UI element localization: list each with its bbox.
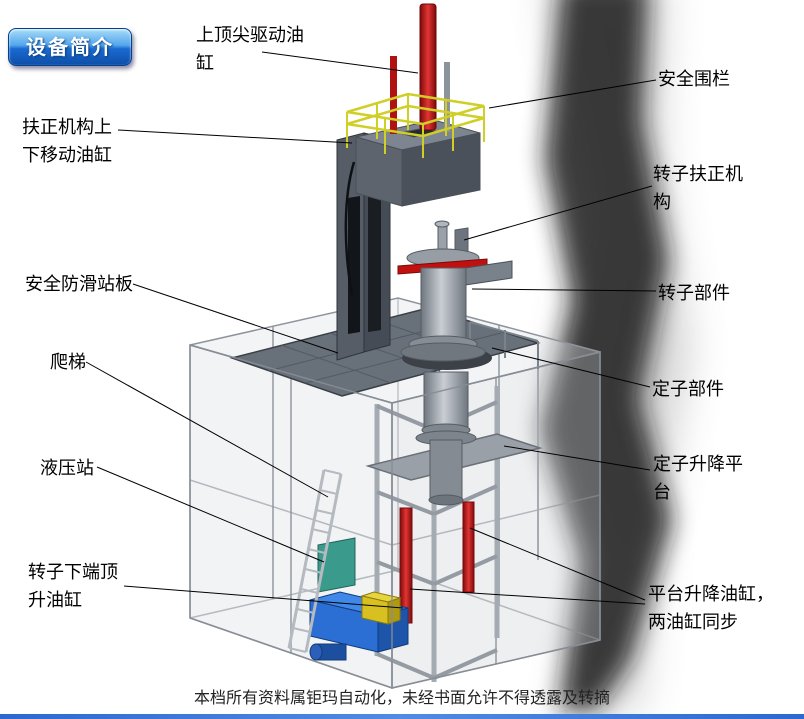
callout-rotor-centering-mechanism: 转子扶正机 构 — [653, 164, 743, 213]
equipment-intro-badge: 设备简介 — [8, 28, 132, 66]
callout-anti-slip-platform: 安全防滑站板 — [25, 274, 133, 295]
top-tip-drive-cylinder-shape — [390, 3, 450, 134]
callout-stator-lift-platform: 定子升降平 台 — [653, 454, 743, 503]
safety-fence-shape — [346, 92, 485, 158]
callout-rotor-part: 转子部件 — [658, 283, 730, 304]
bottom-blue-bar — [0, 714, 804, 719]
callout-centering-updown-cylinder: 扶正机构上 下移动油缸 — [22, 117, 112, 166]
leader-lines — [85, 51, 657, 609]
leader-line-stator-lift-platform — [503, 445, 651, 471]
rotor-assembly-shape — [397, 220, 513, 362]
leader-line-platform-lift-cylinder-1 — [469, 527, 646, 601]
callout-top-tip-cylinder: 上顶尖驱动油 缸 — [196, 25, 304, 74]
disclaimer-text: 本档所有资料属钜玛自动化，未经书面允许不得透露及转摘 — [193, 688, 610, 707]
callout-rotor-bottom-jack-cylinder: 转子下端顶 升油缸 — [28, 562, 118, 611]
leader-line-platform-lift-cylinder-2 — [409, 588, 646, 605]
leader-line-hydraulic-station — [96, 466, 325, 563]
leader-line-safety-fence — [488, 79, 657, 109]
stator-column-shape — [415, 371, 477, 506]
hydraulic-station-shape — [309, 537, 409, 661]
callout-ladder: 爬梯 — [50, 352, 86, 373]
leader-line-ladder — [85, 361, 329, 498]
callout-platform-lift-cylinders: 平台升降油缸， 两油缸同步 — [648, 584, 774, 633]
ladder-shape — [287, 469, 343, 653]
leader-line-anti-slip-platform — [132, 283, 339, 354]
leader-line-stator-part — [491, 347, 651, 388]
callout-safety-fence: 安全围栏 — [658, 69, 730, 90]
shadow-smudge — [540, 0, 690, 710]
leader-line-centering-updown-cylinder — [117, 129, 353, 144]
room-front-edges — [189, 344, 601, 689]
leader-line-rotor-bottom-jack-cylinder — [123, 585, 404, 609]
head-box-shape — [355, 119, 481, 207]
leader-line-rotor-centering-mechanism — [463, 185, 653, 241]
leader-line-rotor-part — [471, 288, 657, 292]
callout-stator-part: 定子部件 — [652, 379, 724, 400]
platform-lift-cylinder-shapes — [399, 501, 475, 624]
leader-line-top-tip-cylinder — [261, 51, 419, 74]
callout-hydraulic-station: 液压站 — [40, 458, 94, 479]
